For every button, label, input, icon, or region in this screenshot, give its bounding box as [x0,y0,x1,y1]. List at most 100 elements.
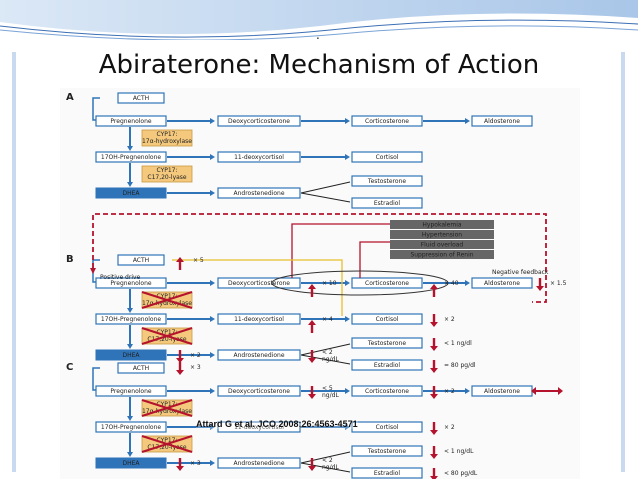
panel-a-androstenedione-box [217,187,301,199]
panel-c-corticosterone-label: Corticosterone [365,388,409,395]
panel-c-cortisol-box [351,421,423,433]
panel-b-arrow-cortico-aldo-head [465,280,470,286]
panel-b-arrow-ohpreg-dhea-head [127,344,133,349]
panel-b-andro-down-head [308,358,316,363]
panel-c-testo-down-head [430,454,438,459]
panel-b-cyp17-lyase-cross-b [141,327,193,345]
panel-b-deoxy-effects-link [291,223,390,278]
panel-c-cyp17-hydroxylase-cross-b [141,399,193,417]
panel-c-label: C [66,362,73,373]
panel-b-arrow-dhea-andro-head [210,352,215,358]
panel-b-acth-label: ACTH [133,257,149,264]
panel-a-cyp17-hydroxylase-label: CYP17:17α-hydroxylase [142,131,192,145]
panel-b-positive-drive: Positive drive [100,274,141,281]
header-dot: . [316,28,320,42]
panel-c-estra-down-head [430,476,438,479]
panel-b-estradiol-box [351,359,423,371]
panel-b-feedback-arrowhead [90,268,96,274]
panel-c-andro-down-head [308,466,316,471]
panel-b-corticosterone-box [351,277,423,289]
panel-b-arrow-preg-ohpreg-head [127,308,133,313]
panel-c-cortisol-change: × 2 [444,424,455,431]
panel-c-cortisol-label: Cortisol [376,424,399,431]
panel-b-aldo-down-head [536,286,544,291]
panel-c-andro-down-shaft [310,458,314,466]
panel-c-testo-down-shaft [432,446,436,454]
panel-c-arrow-deoxy-cortico-head [345,388,350,394]
panel-c-deoxy-down-shaft [310,386,314,394]
panel-a-label: A [66,92,74,103]
panel-c-arrow-dhea-andro-head [210,460,215,466]
panel-c-testo-change: < 1 ng/dL [444,448,474,455]
panel-c-arrow-andro-testo [300,451,351,464]
panel-a-cyp17-lyase-label: CYP17:C17,20-lyase [147,167,187,181]
panel-b-andro-down-shaft [310,350,314,358]
panel-a-cyp17-lyase-box [141,165,193,183]
panel-b-dhea-box [95,349,167,361]
panel-b-corticosterone-label: Corticosterone [365,280,409,287]
panel-a-cyp17-hydroxylase-box [141,129,193,147]
panel-b-label: B [66,254,74,265]
panel-c-aldo-left-head [531,387,536,395]
panel-b-testosterone-label: Testosterone [367,340,406,347]
panel-c-pregnenolone-box [95,385,167,397]
panel-b-deoxycortisol-change: × 4 [322,316,333,323]
panel-a-corticosterone-box [351,115,423,127]
panel-b-estra-change: = 80 pg/dl [444,362,476,369]
panel-a-acth-label: ACTH [133,95,149,102]
panel-b-androstenedione-box [217,349,301,361]
panel-c-testosterone-box [351,445,423,457]
panel-a-deoxycortisol-box [217,151,301,163]
panel-c-dhea-down-shaft [178,458,182,466]
panel-b-estra-down-head [430,368,438,373]
panel-b-effect-box-3 [390,250,494,259]
panel-c-acth-down-shaft [178,362,182,370]
panel-b-arrow-deoxy-cortico-head [345,280,350,286]
panel-a-corticosterone-label: Corticosterone [365,118,409,125]
panel-b-deoxycortisol-label: 11-deoxycortisol [234,316,284,323]
panel-c-acth-label: ACTH [133,365,149,372]
panel-b-deoxy-up-shaft [310,289,314,297]
panel-c-deoxycorticosterone-label: Deoxycorticosterone [228,388,290,395]
panel-b-effect-box-2 [390,240,494,249]
panel-a-deoxycorticosterone-box [217,115,301,127]
panel-a-arrow-ohpreg-dhea-head [127,182,133,187]
panel-a-arrow-preg-deoxy-head [210,118,215,124]
panel-c-cyp17-lyase-label: CYP17:C17,20-lyase [147,437,187,451]
panel-c-arrow-preg-deoxy-head [210,388,215,394]
panel-b-ohpregnenolone-label: 17OH-Pregnenolone [101,316,161,323]
panel-c-deoxycorticosterone-box [217,385,301,397]
panel-b-estradiol-label: Estradiol [374,362,401,369]
panel-a-arrow-cortico-aldo-head [465,118,470,124]
panel-c-ohpregnenolone-label: 17OH-Pregnenolone [101,424,161,431]
panel-b-arrow-andro-testo [300,343,351,356]
panel-a-aldosterone-box [471,115,533,127]
panel-a-aldosterone-label: Aldosterone [484,118,520,125]
panel-a-dhea-label: DHEA [122,190,140,197]
panel-c-estra-change: < 80 pg/dL [444,470,478,477]
left-border-bar [12,52,16,472]
panel-b-arrow-preg-deoxy-head [210,280,215,286]
panel-b-cortico-up-head [430,284,438,289]
panel-b-dhea-down-shaft [178,350,182,358]
panel-a-cortisol-label: Cortisol [376,154,399,161]
panel-b-pregnenolone-label: Pregnenolone [110,280,151,287]
panel-c-estradiol-label: Estradiol [374,470,401,477]
panel-c-cortico-down-shaft [432,386,436,394]
panel-c-testosterone-label: Testosterone [367,448,406,455]
panel-c-arrow-ohpreg-deoxycortisol-head [210,424,215,430]
panel-c-dhea-down-head [176,466,184,471]
slide-title: Abiraterone: Mechanism of Action [98,50,540,80]
panel-b-dhea-down-head [176,358,184,363]
panel-a-pregnenolone-label: Pregnenolone [110,118,151,125]
panel-b-aldosterone-label: Aldosterone [484,280,520,287]
panel-b-cortico-up-shaft [432,289,436,297]
panel-c-estradiol-box [351,467,423,479]
panel-c-androstenedione-box [217,457,301,469]
header-wave-decoration [0,0,638,40]
panel-b-cortisol-down-head [430,322,438,327]
panel-c-cyp17-hydroxylase-label: CYP17:17α-hydroxylase [142,401,192,415]
